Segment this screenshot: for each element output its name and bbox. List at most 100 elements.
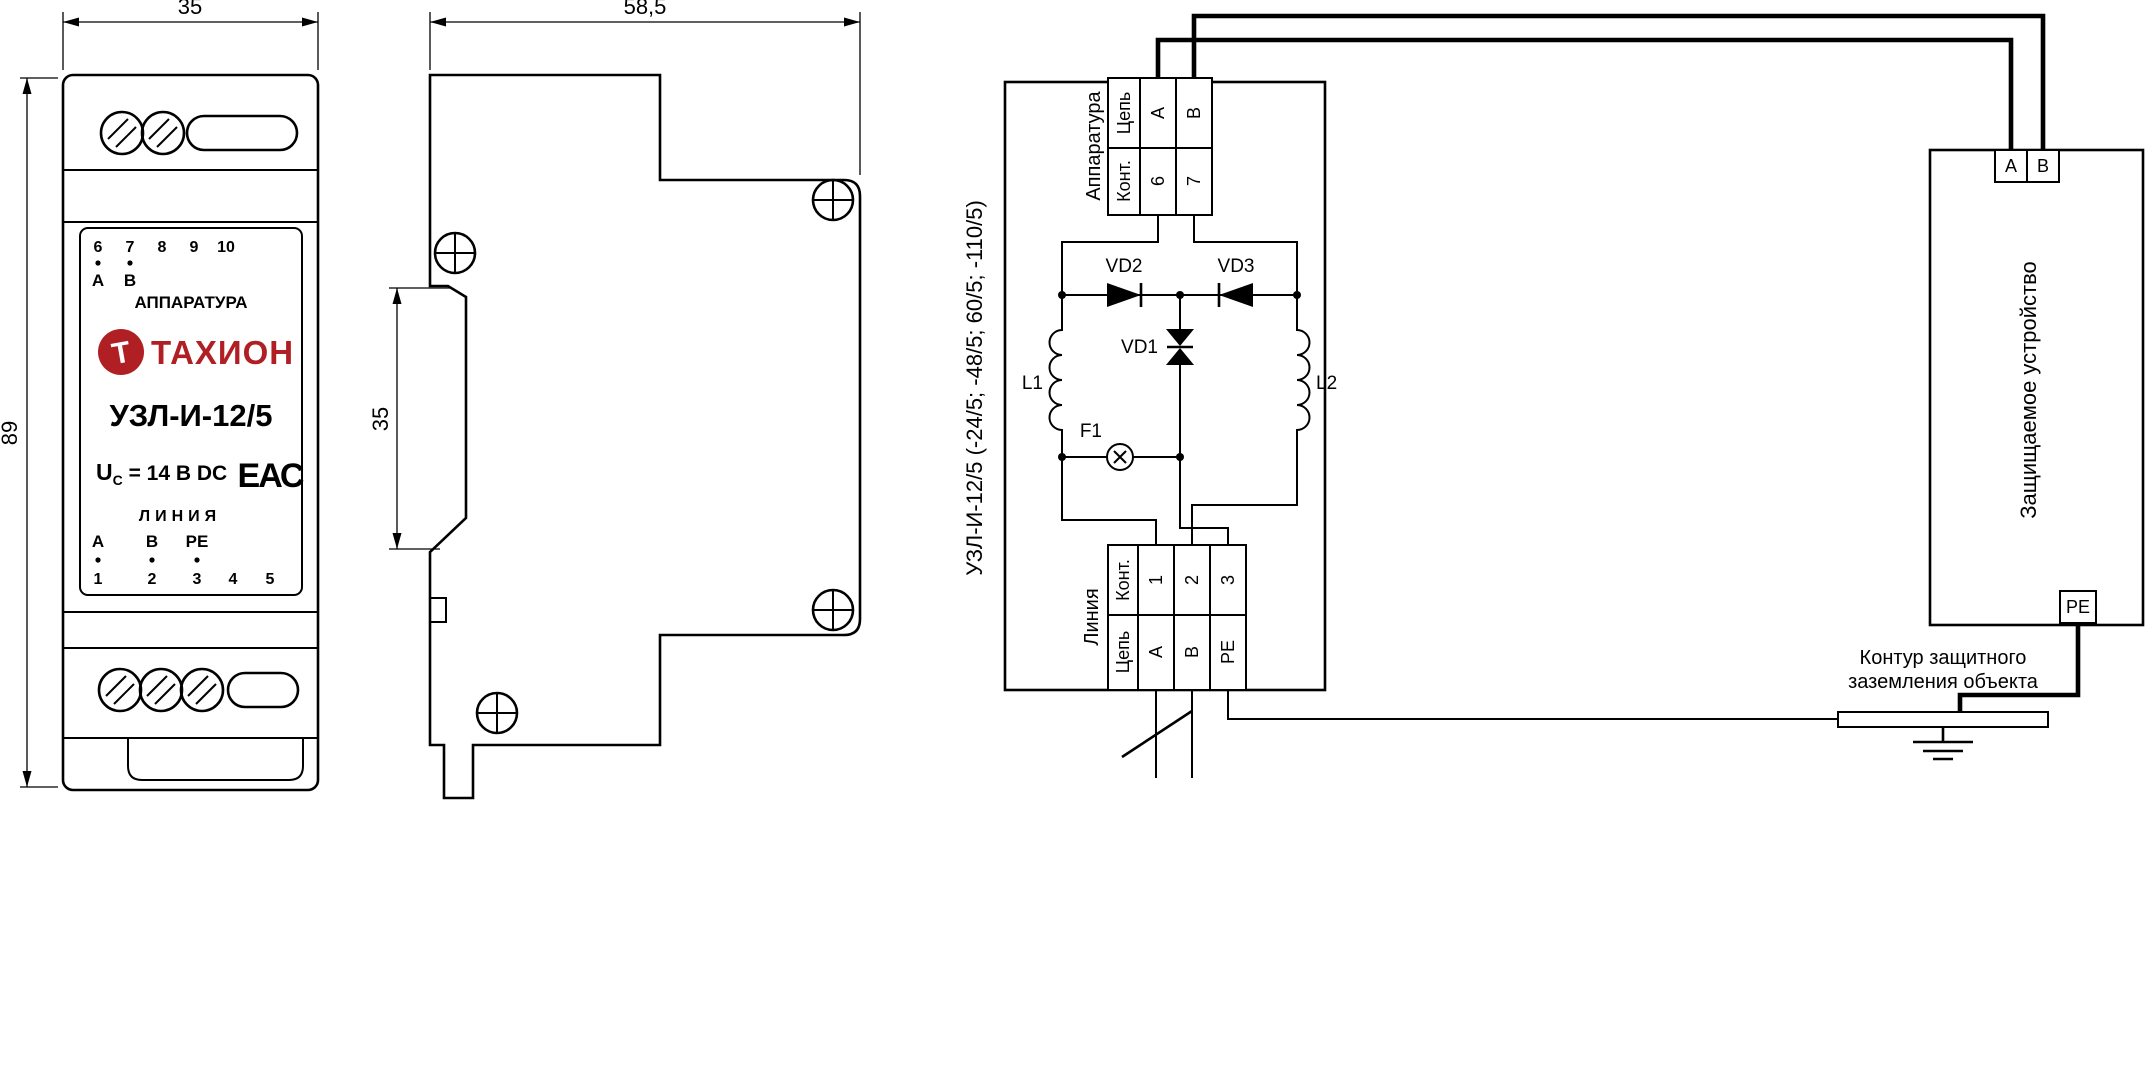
ground-label-line2: заземления объекта — [1848, 671, 2039, 693]
brand-name: ТАХИОН — [151, 334, 294, 371]
terminal-number: 9 — [190, 239, 199, 256]
contact-cell: 1 — [1146, 575, 1166, 585]
eac-mark: ЕАС — [238, 457, 304, 495]
arrowhead — [392, 533, 402, 549]
voltage-value: = 14 В DC — [123, 462, 227, 485]
suppressor-vd1-label: VD1 — [1121, 337, 1158, 358]
voltage-u: U — [96, 459, 113, 485]
wire-a — [1155, 37, 2014, 150]
side-dim-width: 58,5 — [429, 0, 861, 175]
front-enclosure-outline — [61, 73, 320, 792]
junction-dot — [1058, 291, 1066, 299]
terminal-number: 2 — [148, 571, 157, 588]
signal-letter: РЕ — [186, 532, 209, 551]
voltage-rating: UC = 14 В DC — [96, 459, 227, 488]
front-top-slot — [185, 114, 299, 152]
terminal-number: 1 — [94, 571, 103, 588]
ground-bus-bar — [1837, 711, 2049, 728]
terminal-a-box — [1994, 149, 2028, 183]
terminal-number: 7 — [126, 239, 135, 256]
earth-symbol-icon — [1913, 727, 1973, 761]
side-screw — [475, 691, 519, 735]
arrester-f1: F1 — [1062, 421, 1180, 471]
circuit-cell: В — [1182, 646, 1202, 658]
model-name: УЗЛ-И-12/5 — [110, 398, 273, 433]
signal-letter: А — [92, 532, 104, 551]
circuit-cell: А — [1146, 646, 1166, 658]
arrowhead — [63, 17, 79, 27]
diode-vd3: VD3 — [1218, 256, 1254, 307]
front-terminal-screw — [138, 667, 184, 713]
side-screw — [811, 178, 855, 222]
line-label: ЛИНИЯ — [139, 508, 221, 525]
terminal-number: 10 — [217, 239, 235, 256]
arrowhead — [22, 78, 32, 94]
line-terminal-block: Конт. Цепь 1 2 3 А В РЕ Линия — [1081, 544, 1247, 691]
voltage-subscript: C — [113, 472, 123, 488]
diode-vd2-label: VD2 — [1106, 256, 1143, 277]
circuit-header: Цепь — [1113, 631, 1133, 673]
junction-dot — [1293, 291, 1301, 299]
schematic: УЗЛ-И-12/5 (-24/5; -48/5; 60/5; -110/5) … — [962, 13, 2145, 778]
circuit-cell: В — [1184, 107, 1204, 119]
side-width-value: 58,5 — [624, 0, 667, 19]
front-foot — [127, 738, 304, 781]
circuit-cell: РЕ — [1218, 640, 1238, 664]
signal-letter: В — [124, 271, 136, 290]
front-terminal-screw — [179, 667, 225, 713]
circuit: L1 L2 VD2 VD3 VD1 — [1022, 215, 1337, 545]
wire-equip-a — [1061, 215, 1159, 295]
terminal-dot — [95, 557, 101, 563]
junction-dot — [1058, 453, 1066, 461]
protected-device-label: Защищаемое устройство — [2016, 261, 2041, 519]
pe-wire-to-ground — [1227, 690, 1838, 720]
line-group-label: Линия — [1081, 588, 1103, 645]
signal-letter: В — [146, 532, 158, 551]
schematic-device-label: УЗЛ-И-12/5 (-24/5; -48/5; 60/5; -110/5) — [962, 200, 987, 576]
terminal-number: 8 — [158, 239, 167, 256]
inductor-l1-label: L1 — [1022, 373, 1043, 394]
junction-dot — [1176, 291, 1184, 299]
label-plate-outline — [79, 227, 303, 596]
contact-header: Конт. — [1113, 559, 1133, 601]
logo-circle-icon — [98, 329, 144, 375]
side-body — [428, 73, 862, 800]
equipment-label: АППАРАТУРА — [134, 293, 247, 312]
front-dim-height: 89 — [0, 77, 58, 788]
logo-letter: Т — [109, 336, 133, 372]
terminal-pe-box — [2059, 590, 2097, 624]
terminal-number: 5 — [266, 571, 275, 588]
equipment-group-label: Аппаратура — [1083, 90, 1105, 200]
equipment-terminal-block: Цепь Конт. А В 6 7 Аппаратура — [1083, 77, 1213, 216]
protected-device-box: А В РЕ Защищаемое устройство — [1928, 148, 2145, 627]
contact-header: Конт. — [1114, 160, 1134, 202]
front-view: 35 89 — [0, 0, 320, 792]
side-view: 58,5 35 — [368, 0, 862, 800]
wire-pe-internal — [1179, 364, 1229, 545]
ground-bus: Контур защитного заземления объекта — [1837, 647, 2049, 761]
diode-vd2: VD2 — [1106, 256, 1143, 307]
front-terminal-screw — [97, 667, 143, 713]
front-body — [61, 73, 320, 792]
cable-break-slash — [1121, 709, 1193, 759]
terminal-b-label: В — [2037, 156, 2049, 176]
wire-equip-b — [1193, 215, 1298, 295]
front-width-value: 35 — [178, 0, 202, 19]
arrowhead — [22, 771, 32, 787]
front-dim-width: 35 — [62, 0, 319, 70]
rail-height-value: 35 — [368, 407, 393, 431]
terminal-number: 3 — [193, 571, 202, 588]
tachion-logo: Т ТАХИОН — [98, 329, 294, 375]
front-bottom-slot — [226, 671, 300, 709]
terminal-number: 4 — [229, 571, 238, 588]
junction-dot — [1176, 453, 1184, 461]
arrowhead — [430, 17, 446, 27]
contact-cell: 2 — [1182, 575, 1202, 585]
arrester-f1-label: F1 — [1080, 421, 1102, 442]
side-profile-outline — [428, 73, 862, 800]
signal-letter: А — [92, 271, 104, 290]
side-screw — [433, 231, 477, 275]
inductor-l2: L2 — [1191, 295, 1337, 545]
